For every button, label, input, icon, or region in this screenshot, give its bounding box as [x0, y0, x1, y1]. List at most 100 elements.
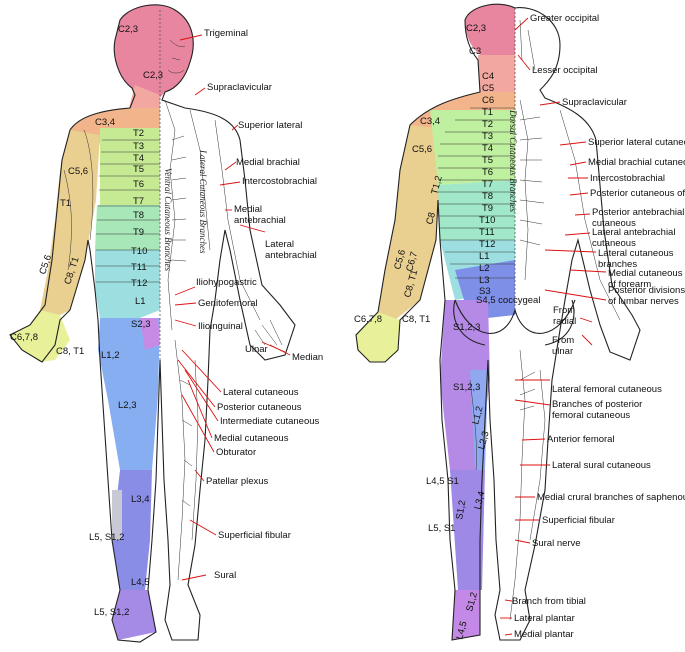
front-nerve-label: Patellar plexus	[206, 476, 269, 487]
back-seg-label: C6,7,8	[354, 314, 382, 325]
back-nerve-label: Branch from tibial	[512, 596, 586, 607]
front-seg-label: L5, S1,2	[89, 532, 124, 543]
front-seg-label: L5, S1,2	[94, 607, 129, 618]
nerve-label-line: Posterior antebrachial	[592, 207, 684, 218]
front-nerve-label: Lateral cutaneous	[223, 387, 299, 398]
front-head-region	[114, 5, 193, 100]
back-vertical-text-dorsal: Dorsal Cutaneous Branches	[508, 109, 518, 212]
nerve-label-line: Lateral antebrachial	[592, 227, 675, 238]
front-nerve-label: Obturator	[216, 447, 256, 458]
front-chest2-region	[95, 205, 160, 250]
front-nerve-label: Medial cutaneous	[214, 433, 289, 444]
front-seg-label: C6,7,8	[10, 332, 38, 343]
back-nerve-label: Lateral sural cutaneous	[552, 460, 651, 471]
front-seg-label: T4	[133, 153, 144, 164]
front-nerve-label: Intercostobrachial	[242, 176, 317, 187]
back-seg-label: C3,4	[420, 116, 440, 127]
nerve-label-line: Medial plantar	[514, 629, 574, 640]
front-nerve-label: Median	[292, 352, 323, 363]
back-nerve-label: Superficial fibular	[542, 515, 615, 526]
front-figure	[10, 5, 295, 642]
back-nerve-label: Lesser occipital	[532, 65, 597, 76]
front-nerve-label: Genitofemoral	[198, 298, 258, 309]
nerve-label-line: Sural nerve	[532, 538, 581, 549]
front-nerve-label: Intermediate cutaneous	[220, 416, 320, 427]
nerve-label-line: ulnar	[552, 346, 573, 357]
back-seg-label: C2,3	[466, 23, 486, 34]
back-seg-label: T3	[482, 131, 493, 142]
back-seg-label: L2	[479, 263, 490, 274]
back-nerve-label: Sural nerve	[532, 538, 581, 549]
back-seg-label: T10	[479, 215, 495, 226]
back-seg-label: T5	[482, 155, 493, 166]
nerve-label-line: Lateral plantar	[514, 613, 575, 624]
nerve-label-line: Genitofemoral	[198, 298, 258, 309]
nerve-label-line: Intercostobrachial	[590, 173, 665, 184]
nerve-label-line: femoral cutaneous	[552, 410, 630, 421]
back-seg-label: C3	[469, 46, 481, 57]
back-nerve-label: Greater occipital	[530, 13, 599, 24]
front-nerve-label: Trigeminal	[204, 28, 248, 39]
back-seg-label: L4,5 S1	[426, 476, 459, 487]
back-nerve-label: Lateral antebrachialcutaneous	[592, 227, 675, 249]
front-seg-label: T9	[133, 227, 144, 238]
back-seg-label: L1	[479, 251, 490, 262]
nerve-label-line: Intermediate cutaneous	[220, 416, 320, 427]
nerve-label-line: antebrachial	[265, 250, 317, 261]
back-nerve-label: Anterior femoral	[547, 434, 615, 445]
front-seg-label: L3,4	[131, 494, 150, 505]
nerve-label-line: Medial brachial cutaneous	[588, 157, 685, 168]
back-nerve-label: Medial plantar	[514, 629, 574, 640]
front-seg-label: C2,3	[118, 24, 138, 35]
front-vertical-text-ventral: Ventral Cutaneous Branches	[163, 168, 173, 271]
back-nerve-label: Medial brachial cutaneous	[588, 157, 685, 168]
front-nerve-label: Ulnar	[245, 344, 268, 355]
back-seg-label: T1	[482, 107, 493, 118]
nerve-label-line: Supraclavicular	[207, 82, 272, 93]
front-vertical-text-lateral: Lateral Cutaneous Branches	[198, 149, 208, 254]
front-seg-label: T11	[131, 262, 147, 273]
back-seg-label: T11	[479, 227, 495, 238]
back-seg-label: T12	[479, 239, 495, 250]
nerve-label-line: Lesser occipital	[532, 65, 597, 76]
nerve-label-line: Branches of posterior	[552, 399, 642, 410]
front-nerve-label: Ilioinguinal	[198, 321, 243, 332]
front-nerve-label: Medial brachial	[236, 157, 300, 168]
back-seg-label: L5, S1	[428, 523, 455, 534]
nerve-label-line: Medial crural branches of saphenous	[537, 492, 685, 503]
front-chest-region	[100, 128, 160, 205]
back-seg-label: T6	[482, 167, 493, 178]
front-seg-label: T5	[133, 164, 144, 175]
front-seg-label: T8	[133, 210, 144, 221]
nerve-label-line: Iliohypogastric	[196, 277, 257, 288]
back-nerve-label: Fromradial	[553, 305, 576, 327]
nerve-label-line: Medial cutaneous	[214, 433, 289, 444]
front-nerve-label: Sural	[214, 570, 236, 581]
front-seg-label: T6	[133, 179, 144, 190]
nerve-label-line: Anterior femoral	[547, 434, 615, 445]
front-nerve-label: Supraclavicular	[207, 82, 272, 93]
nerve-label-line: Patellar plexus	[206, 476, 269, 487]
front-seg-label: C2,3	[143, 70, 163, 81]
back-nerve-label: Intercostobrachial	[590, 173, 665, 184]
nerve-label-line: Sural	[214, 570, 236, 581]
back-seg-label: S1,2,3	[453, 322, 480, 333]
nerve-label-line: Median	[292, 352, 323, 363]
front-seg-label: C5,6	[68, 166, 88, 177]
nerve-label-line: Superior lateral	[238, 120, 302, 131]
front-seg-label: C8, T1	[56, 346, 84, 357]
back-seg-label: C4	[482, 71, 494, 82]
nerve-label-line: of lumbar nerves	[608, 296, 679, 307]
nerve-label-line: Posterior cutaneous of arm	[590, 188, 685, 199]
front-nerve-label: Superficial fibular	[218, 530, 291, 541]
nerve-label-line: Medial	[234, 204, 262, 215]
nerve-label-line: Medial brachial	[236, 157, 300, 168]
back-seg-label: S1,2,3	[453, 382, 480, 393]
nerve-label-line: Superficial fibular	[542, 515, 615, 526]
back-seg-label: S4,5 coccygeal	[476, 295, 540, 306]
nerve-label-line: Obturator	[216, 447, 256, 458]
back-seg-label: T9	[482, 203, 493, 214]
